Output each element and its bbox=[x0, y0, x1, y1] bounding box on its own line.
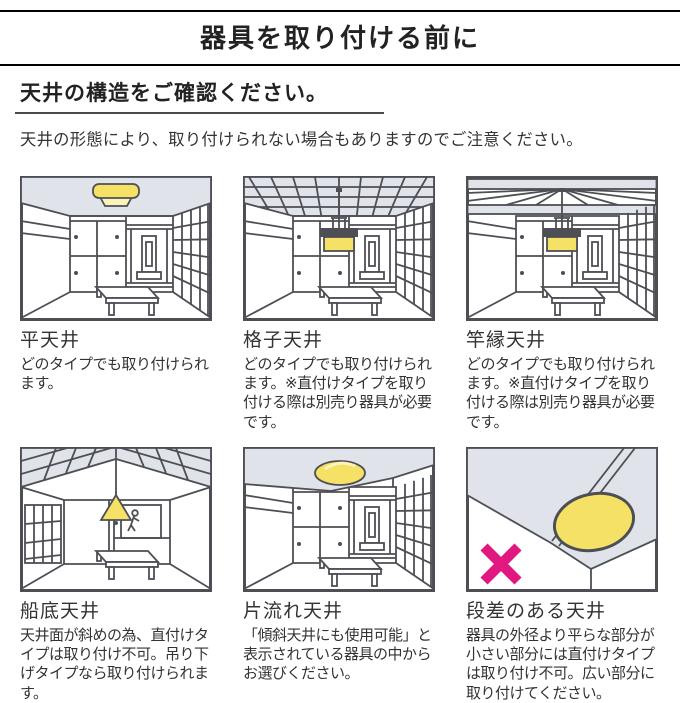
panel-title: 竿縁天井 bbox=[466, 330, 547, 351]
panel-saobuchi-ceiling: 竿縁天井 どのタイプでも取り付けられます。※直付けタイプを取り付ける際は別売り器… bbox=[466, 176, 658, 447]
panel-title: 片流れ天井 bbox=[243, 601, 344, 622]
saobuchi-ceiling-illustration bbox=[466, 176, 658, 321]
x-mark-icon bbox=[480, 543, 522, 585]
panel-title: 船底天井 bbox=[20, 601, 101, 622]
panel-coffered-ceiling: 格子天井 どのタイプでも取り付けられます。※直付けタイプを取り付ける際は別売り器… bbox=[243, 176, 435, 447]
panel-shed-ceiling: 片流れ天井 「傾斜天井にも使用可能」と表示されている器具の中からお選びください。 bbox=[243, 447, 435, 703]
hanging-scroll-figure bbox=[127, 509, 140, 532]
ceiling-type-grid: 平天井 どのタイプでも取り付けられます。 格子天井 どのタイプでも取り付けられま… bbox=[20, 176, 660, 703]
panel-description: どのタイプでも取り付けられます。※直付けタイプを取り付ける際は別売り器具が必要で… bbox=[466, 356, 655, 431]
flat-ceiling-illustration bbox=[20, 176, 212, 321]
section-subtitle: 天井の構造をご確認ください。 bbox=[15, 77, 384, 114]
shed-ceiling-illustration bbox=[243, 447, 435, 592]
panel-description: 「傾斜天井にも使用可能」と表示されている器具の中からお選びください。 bbox=[243, 627, 432, 683]
panel-description: 天井面が斜めの為、直付けタイプは取り付け不可。吊り下げタイプなら取り付けられます… bbox=[20, 627, 209, 702]
panel-title: 段差のある天井 bbox=[466, 601, 607, 622]
panel-title: 格子天井 bbox=[243, 330, 324, 351]
panel-title: 平天井 bbox=[20, 330, 81, 351]
panel-description: 器具の外径より平らな部分が小さい部分には直付けタイプは取り付け不可。広い部分に取… bbox=[466, 627, 655, 702]
panel-description: どのタイプでも取り付けられます。※直付けタイプを取り付ける際は別売り器具が必要で… bbox=[243, 356, 432, 431]
cone-pendant-light-icon bbox=[99, 459, 133, 525]
panel-stepped-ceiling: 段差のある天井 器具の外径より平らな部分が小さい部分には直付けタイプは取り付け不… bbox=[466, 447, 658, 703]
ceiling-light-icon bbox=[92, 183, 140, 207]
stepped-ceiling-illustration bbox=[466, 447, 658, 592]
panel-description: どのタイプでも取り付けられます。 bbox=[20, 356, 209, 393]
coffered-ceiling-illustration bbox=[243, 176, 435, 321]
page-title: 器具を取り付ける前に bbox=[0, 10, 680, 66]
panel-funazoko-ceiling: 船底天井 天井面が斜めの為、直付けタイプは取り付け不可。吊り下げタイプなら取り付… bbox=[20, 447, 212, 703]
funazoko-ceiling-illustration bbox=[20, 447, 212, 592]
slope-ceiling-light-icon bbox=[314, 460, 366, 486]
panel-flat-ceiling: 平天井 どのタイプでも取り付けられます。 bbox=[20, 176, 212, 447]
oval-light-fixture bbox=[552, 491, 636, 553]
caution-note: 天井の形態により、取り付けられない場合もありますのでご注意ください。 bbox=[20, 131, 583, 149]
